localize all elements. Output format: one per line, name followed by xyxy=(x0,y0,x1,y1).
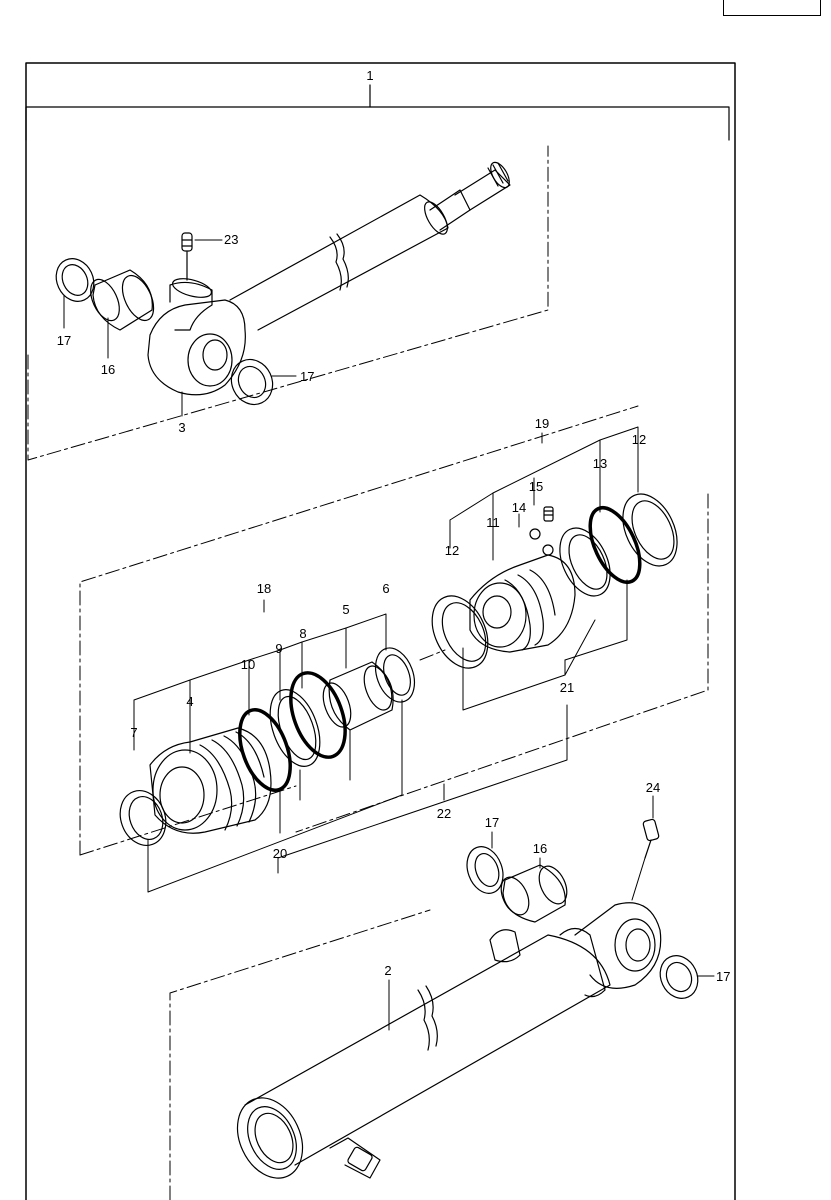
dashdot-boundaries xyxy=(27,145,709,1200)
callout-6: 6 xyxy=(382,581,389,596)
callout-14: 14 xyxy=(512,500,526,515)
callout-15: 15 xyxy=(529,479,543,494)
callout-17: 17 xyxy=(716,969,730,984)
callout-4: 4 xyxy=(186,694,193,709)
o-ring-13 xyxy=(588,506,642,584)
set-screw-15 xyxy=(543,506,554,522)
bushing-16-top xyxy=(90,269,155,331)
callout-9: 9 xyxy=(275,641,282,656)
callout-16: 16 xyxy=(101,362,115,377)
callout-22: 22 xyxy=(437,806,451,821)
piston-rod xyxy=(147,161,511,396)
dust-seal-17-c xyxy=(466,846,504,894)
rod-head-11 xyxy=(469,544,576,653)
cushion-ring-7 xyxy=(119,790,167,846)
dust-seal-17-b xyxy=(230,358,274,406)
callout-19: 19 xyxy=(535,416,549,431)
callout-10: 10 xyxy=(241,657,255,672)
callout-23: 23 xyxy=(224,232,238,247)
callout-5: 5 xyxy=(342,602,349,617)
callout-24: 24 xyxy=(646,780,660,795)
callout-20: 20 xyxy=(273,846,287,861)
dust-seal-17-d xyxy=(659,955,699,999)
callout-17: 17 xyxy=(300,369,314,384)
callout-18: 18 xyxy=(257,581,271,596)
backup-ring-12-b xyxy=(622,493,678,567)
backup-ring-9 xyxy=(269,689,321,767)
callout-12: 12 xyxy=(445,543,459,558)
callout-1: 1 xyxy=(366,68,373,83)
cushion-ring-6 xyxy=(374,647,416,703)
callout-21: 21 xyxy=(560,680,574,695)
steel-ball-14 xyxy=(529,528,541,540)
o-ring-10 xyxy=(238,708,292,792)
seal-ring-13 xyxy=(559,527,611,597)
callout-16: 16 xyxy=(533,841,547,856)
callout-2: 2 xyxy=(384,963,391,978)
callout-labels: 1 23 17 16 3 17 19 12 13 15 14 11 12 18 … xyxy=(57,68,731,984)
spacer-5 xyxy=(322,661,394,731)
leader-lines xyxy=(63,239,715,1031)
grease-nipple-23 xyxy=(181,232,193,281)
backup-ring-12-a xyxy=(431,595,489,669)
cylinder-tube-2 xyxy=(236,902,662,1179)
callout-8: 8 xyxy=(299,626,306,641)
callout-7: 7 xyxy=(130,725,137,740)
callout-17: 17 xyxy=(485,815,499,830)
callout-12: 12 xyxy=(632,432,646,447)
o-ring-8 xyxy=(289,671,347,759)
callout-3: 3 xyxy=(178,420,185,435)
assembly-frame xyxy=(25,62,736,1200)
callout-13: 13 xyxy=(593,456,607,471)
callout-11: 11 xyxy=(486,515,500,530)
piston-4 xyxy=(149,727,272,834)
page-number-tab xyxy=(723,0,821,16)
bushing-16-bottom xyxy=(500,864,568,923)
dust-seal-17-a xyxy=(55,258,95,302)
grease-nipple-24 xyxy=(642,818,660,859)
callout-17: 17 xyxy=(57,333,71,348)
